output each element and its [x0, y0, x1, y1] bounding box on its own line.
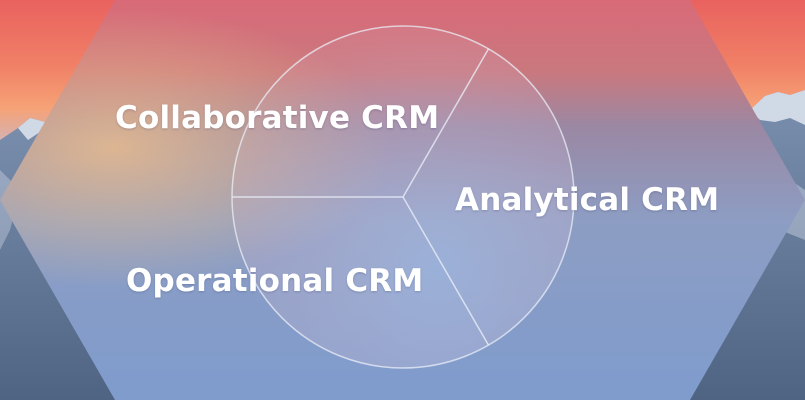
- divider-to-bottom-right: [402, 196, 490, 346]
- analytical-crm-label: Analytical CRM: [455, 182, 720, 218]
- collaborative-crm-label: Collaborative CRM: [115, 100, 440, 136]
- right-snow-caps: [750, 90, 805, 125]
- divider-to-top-right: [402, 48, 490, 198]
- operational-crm-label: Operational CRM: [126, 263, 424, 299]
